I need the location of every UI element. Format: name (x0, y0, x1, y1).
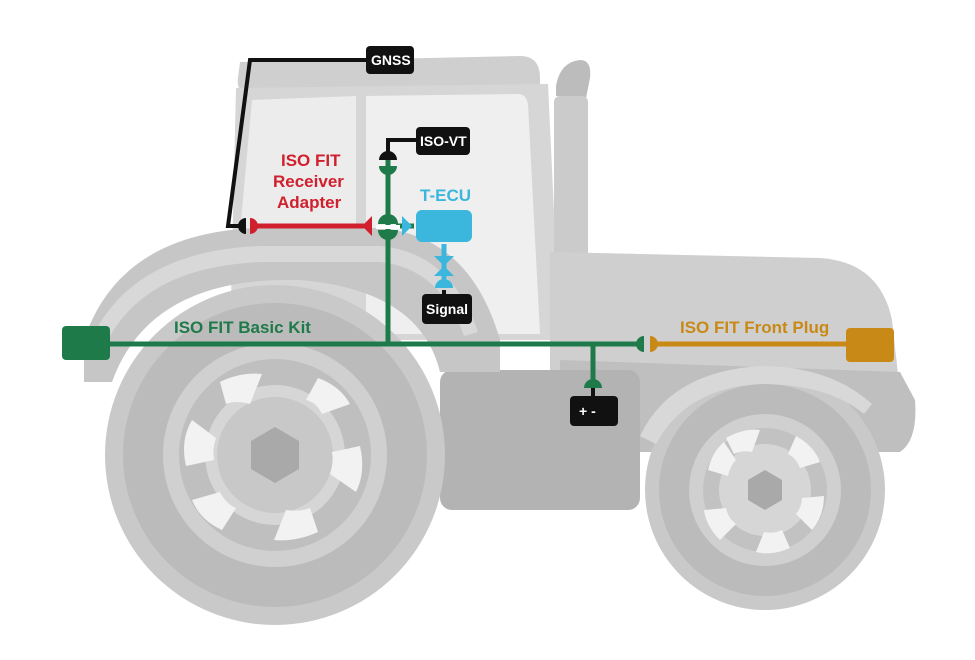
gnss-cable (225, 58, 366, 228)
front-plug-connector-icon (636, 336, 658, 352)
iso-vt-tag: ISO-VT (416, 127, 470, 155)
power-tag: + - (570, 396, 618, 426)
rear-plug-icon (62, 326, 110, 360)
t-ecu-label: T-ECU (420, 186, 471, 205)
t-ecu-box (416, 210, 472, 242)
receiver-hub-connector-icon (362, 216, 372, 236)
signal-tag: Signal (422, 294, 472, 324)
front-plug-label: ISO FIT Front Plug (680, 318, 829, 337)
rear-hub-icon (251, 427, 299, 483)
front-hub-icon (748, 470, 782, 510)
hood (550, 252, 900, 392)
front-plug-icon (846, 328, 894, 362)
receiver-label-line2: Receiver (273, 172, 344, 191)
iso-vt-tag-text: ISO-VT (420, 133, 467, 149)
wiring (108, 58, 850, 396)
signal-tag-text: Signal (426, 301, 468, 317)
receiver-label-line3: Adapter (277, 193, 342, 212)
basic-kit-label: ISO FIT Basic Kit (174, 318, 311, 337)
power-tag-text: + - (579, 403, 596, 419)
connectors (62, 151, 894, 388)
receiver-connector-icon (238, 218, 258, 234)
front-wheel (645, 370, 885, 610)
receiver-label-line1: ISO FIT (281, 151, 341, 170)
front-fender (640, 366, 872, 444)
power-connector-icon (584, 379, 602, 388)
signal-end-icon (435, 279, 453, 288)
cab-rear-window (240, 96, 356, 232)
rear-wheel (105, 285, 445, 625)
gnss-tag-text: GNSS (371, 52, 411, 68)
t-ecu-connector-icon (402, 216, 412, 236)
exhaust-pipe (556, 60, 591, 98)
signal-connector-icon (434, 256, 454, 276)
chassis (440, 370, 640, 510)
rear-fender-top (96, 246, 478, 336)
gnss-tag: GNSS (366, 46, 414, 74)
hub-junction-icon (376, 214, 400, 240)
iso-vt-cable (386, 138, 416, 154)
iso-vt-connector-icon (379, 151, 397, 175)
